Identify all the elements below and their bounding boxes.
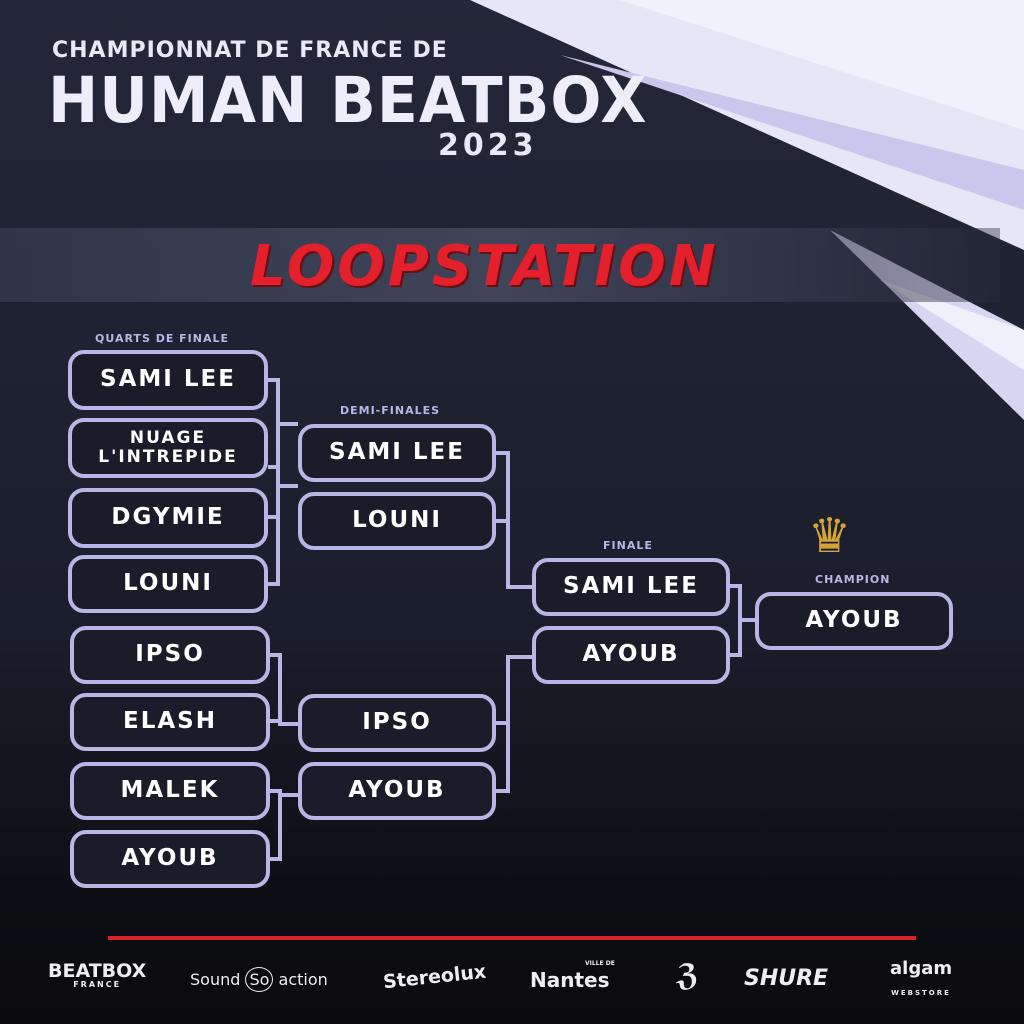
quarter-slot: IPSO [70,626,270,684]
category-band [0,228,1000,302]
emblem-logo: ℨ [676,958,699,993]
semi-slot: LOUNI [298,492,496,550]
quarters-label: QUARTS DE FINALE [95,332,230,345]
final-slot: AYOUB [532,626,730,684]
divider [108,936,916,940]
quarter-slot: SAMI LEE [68,350,268,410]
quarter-slot: AYOUB [70,830,270,888]
quarter-slot: DGYMIE [68,488,268,548]
final-slot: SAMI LEE [532,558,730,616]
event-year: 2023 [438,128,538,163]
quarter-slot: ELASH [70,693,270,751]
final-label: FINALE [603,539,653,552]
shure-logo: SHURE [744,966,829,991]
semi-slot: IPSO [298,694,496,752]
champion-label: CHAMPION [815,573,891,586]
event-title: HUMAN BEATBOX [48,64,648,138]
sound-so-action-logo: Sound So action [190,967,328,992]
semis-label: DEMI-FINALES [340,404,441,417]
quarter-slot: MALEK [70,762,270,820]
semi-slot: AYOUB [298,762,496,820]
bracket-connectors [268,378,755,861]
quarter-slot: NUAGE L'INTREPIDE [68,418,268,478]
quarter-slot: LOUNI [68,555,268,613]
crown-icon: ♛ [808,508,852,564]
semi-slot: SAMI LEE [298,424,496,482]
category-title: LOOPSTATION [250,234,719,299]
champion-slot: AYOUB [755,592,953,650]
event-subtitle: CHAMPIONNAT DE FRANCE DE [52,38,448,63]
